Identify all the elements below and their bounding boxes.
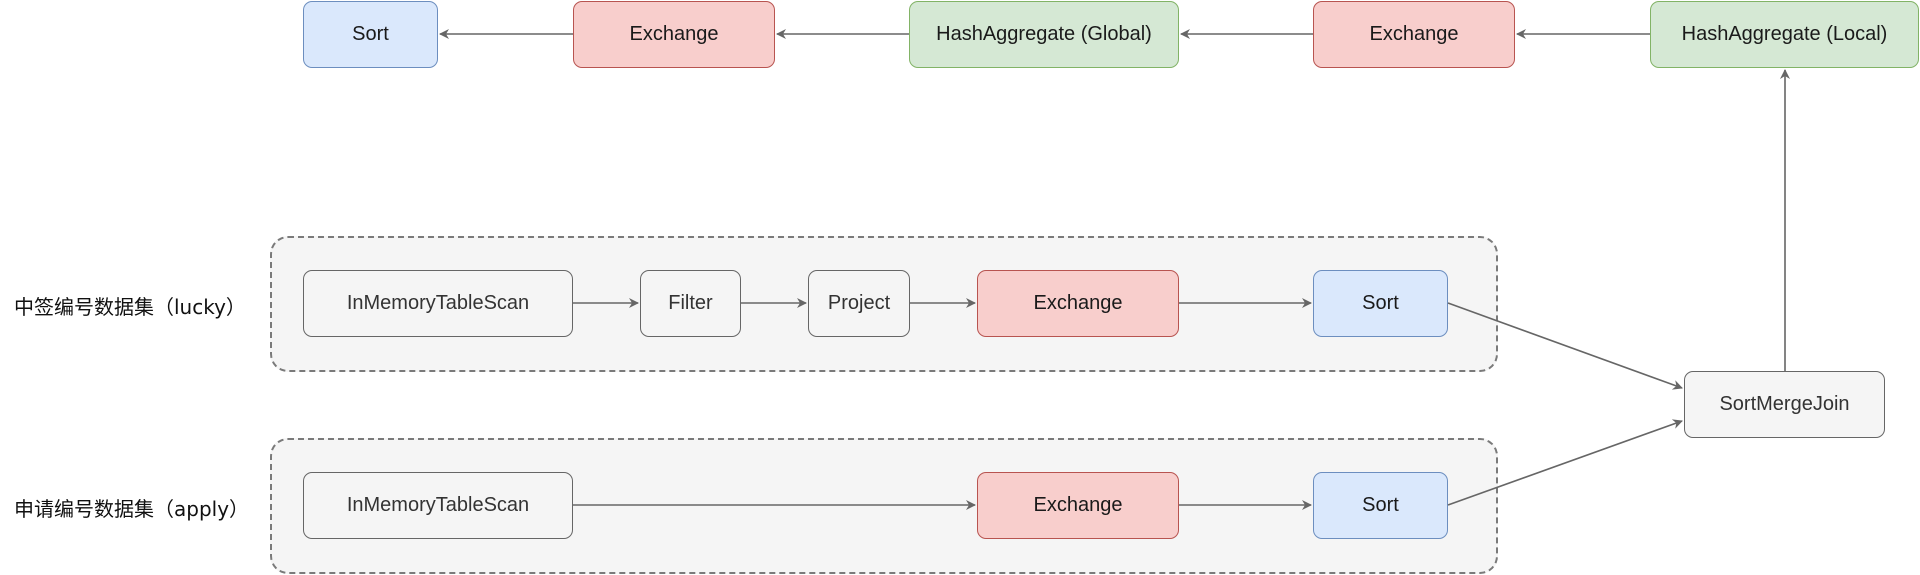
apply-exchange-node[interactable]: Exchange [977, 472, 1179, 539]
lucky-exchange-node[interactable]: Exchange [977, 270, 1179, 337]
lucky-sort-node[interactable]: Sort [1313, 270, 1448, 337]
hashaggregate-local-node[interactable]: HashAggregate (Local) [1650, 1, 1919, 68]
lucky-filter-node[interactable]: Filter [640, 270, 741, 337]
lucky-project-node[interactable]: Project [808, 270, 910, 337]
top-exchange-node-1[interactable]: Exchange [573, 1, 775, 68]
hashaggregate-global-node[interactable]: HashAggregate (Global) [909, 1, 1179, 68]
top-sort-node[interactable]: Sort [303, 1, 438, 68]
apply-inmemorytablescan-node[interactable]: InMemoryTableScan [303, 472, 573, 539]
sortmergejoin-node[interactable]: SortMergeJoin [1684, 371, 1885, 438]
lucky-inmemorytablescan-node[interactable]: InMemoryTableScan [303, 270, 573, 337]
top-exchange-node-2[interactable]: Exchange [1313, 1, 1515, 68]
apply-dataset-label: 申请编号数据集（apply） [14, 497, 250, 521]
lucky-dataset-label: 中签编号数据集（lucky） [14, 295, 246, 319]
apply-sort-node[interactable]: Sort [1313, 472, 1448, 539]
